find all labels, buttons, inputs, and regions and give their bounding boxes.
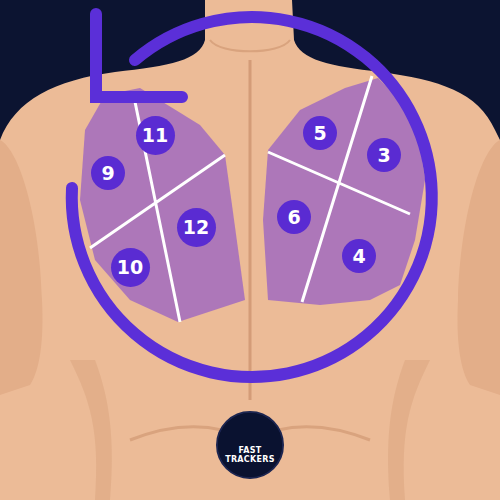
callout-number: 9 [91,156,125,190]
callout-number-text: 6 [287,208,300,227]
callout-number: 5 [303,116,337,150]
logo-ring [217,412,283,478]
callout-number-text: 9 [101,164,114,183]
callout-number-text: 12 [183,218,209,237]
callout-number: 3 [367,138,401,172]
lung-zone [80,88,245,322]
callout-number: 4 [342,239,376,273]
rotation-arrow [72,17,432,377]
callout-number: 11 [136,116,175,155]
callout-number-text: 5 [313,124,326,143]
logo-text: FAST TRACKERS [223,447,277,465]
callout-number-text: 10 [117,258,143,277]
logo-badge: FAST TRACKERS [218,413,282,477]
arm-right [458,140,500,395]
callout-number: 12 [177,208,216,247]
zone-divider [90,76,410,322]
callout-number-text: 11 [142,126,168,145]
callout-number: 6 [277,200,311,234]
arm-left [0,140,43,395]
spine [249,60,252,400]
callout-number-text: 3 [377,146,390,165]
lung-zone [263,78,425,305]
callout-number: 10 [111,248,150,287]
neck-shade [210,40,290,51]
arrow-head [96,14,182,97]
callout-number-text: 4 [352,247,365,266]
